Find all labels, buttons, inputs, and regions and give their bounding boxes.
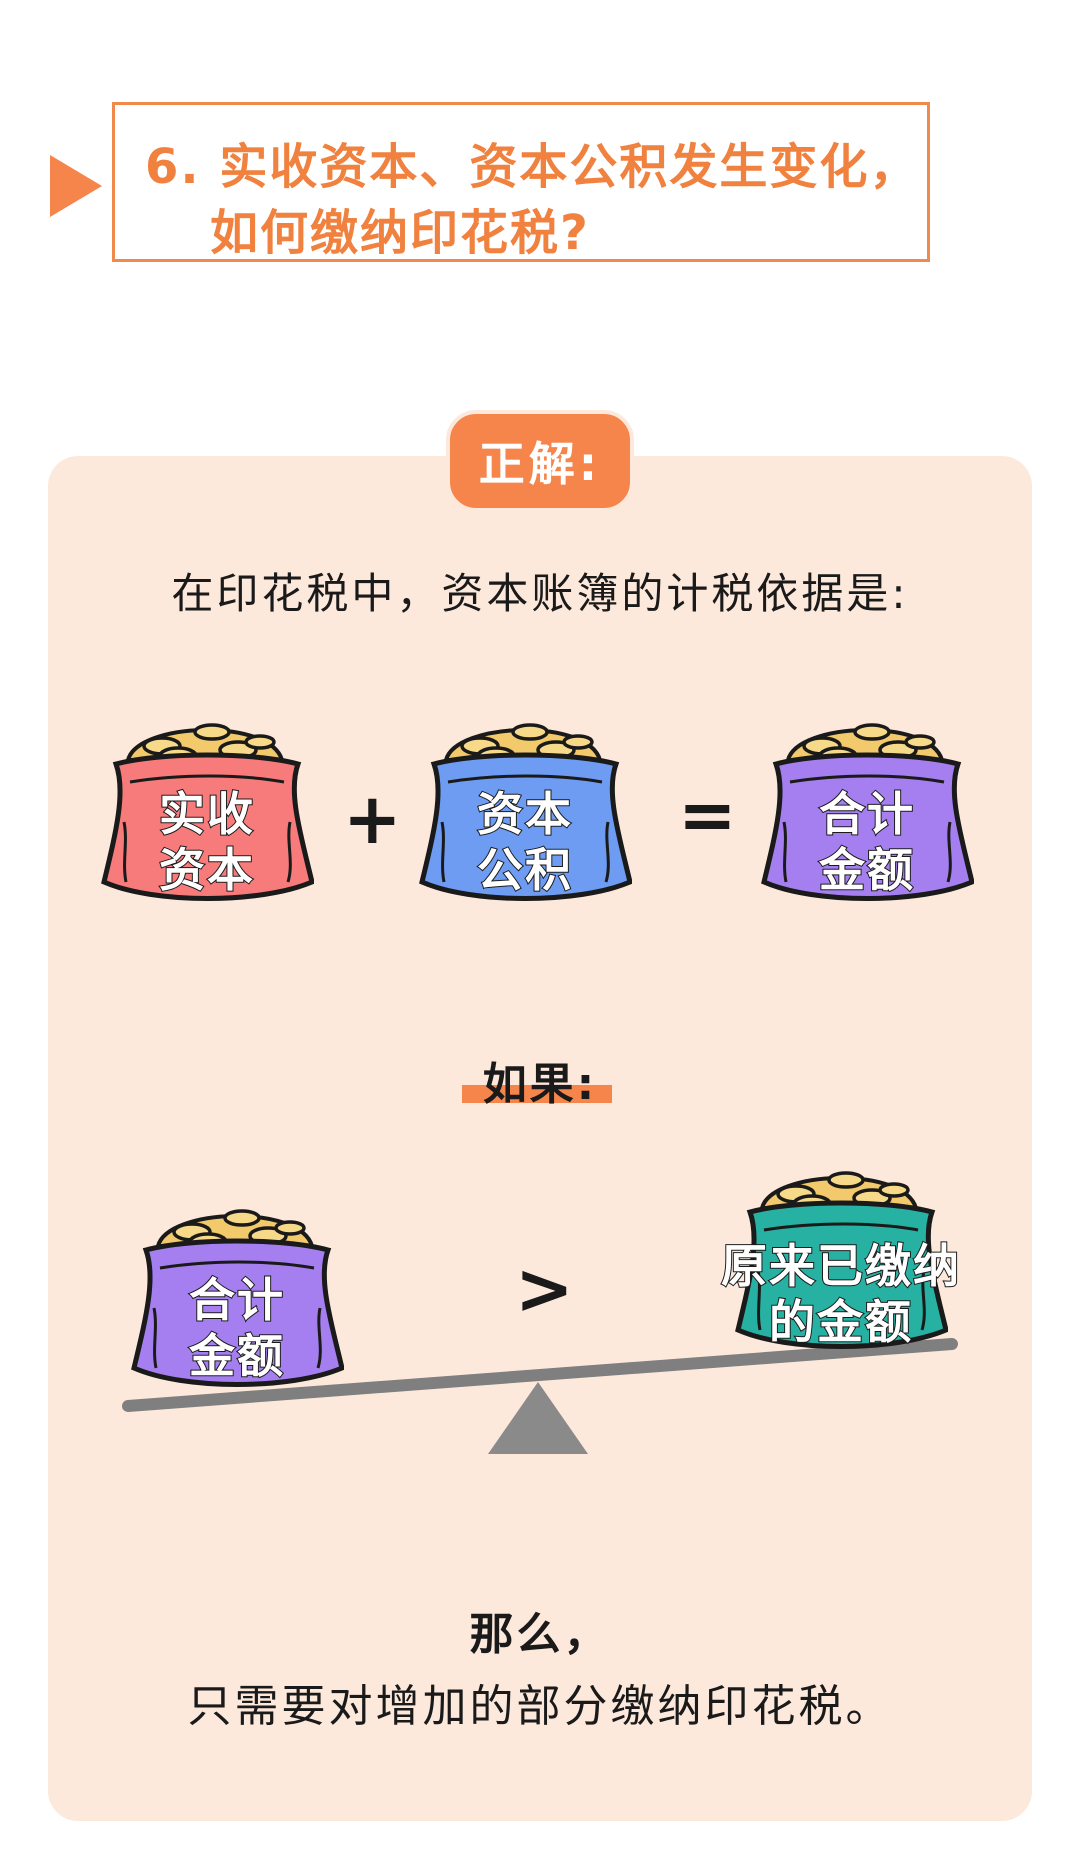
money-bag-icon bbox=[131, 1209, 344, 1387]
plus-sign: + bbox=[343, 778, 402, 860]
if-label: 如果: bbox=[482, 1059, 598, 1110]
greater-than-sign: > bbox=[515, 1248, 574, 1330]
bag-label-line: 实收 bbox=[158, 786, 255, 842]
bag-label-paid-in-capital: 实收 资本 bbox=[100, 786, 314, 898]
money-bag-icon bbox=[735, 1171, 948, 1349]
bag-label-line: 金额 bbox=[818, 842, 915, 898]
bag-label-line: 的金额 bbox=[768, 1294, 913, 1350]
bag-label-line: 资本 bbox=[476, 786, 573, 842]
bag-label-line: 合计 bbox=[818, 786, 915, 842]
bag-label-capital-reserve: 资本 公积 bbox=[418, 786, 632, 898]
if-label-highlight bbox=[462, 1085, 612, 1103]
answer-badge: 正解: bbox=[446, 410, 634, 512]
conclusion-line-2: 只需要对增加的部分缴纳印花税。 bbox=[187, 1681, 893, 1732]
bag-label-total-amount-left: 合计 金额 bbox=[130, 1272, 344, 1384]
play-arrow-icon bbox=[50, 155, 102, 217]
bag-label-line: 原来已缴纳 bbox=[720, 1238, 961, 1294]
equals-sign: = bbox=[678, 774, 737, 856]
money-bag-icon bbox=[419, 723, 632, 901]
bag-label-line: 资本 bbox=[158, 842, 255, 898]
money-bag-icon bbox=[101, 723, 314, 901]
money-bag-icon bbox=[761, 723, 974, 901]
bag-label-line: 合计 bbox=[188, 1272, 285, 1328]
answer-card bbox=[48, 456, 1032, 1821]
conclusion-line-1: 那么， bbox=[469, 1609, 611, 1660]
bag-label-line: 公积 bbox=[476, 842, 573, 898]
title-box: 6. 实收资本、资本公积发生变化， 如何缴纳印花税? bbox=[112, 102, 930, 262]
page-title-line-1: 6. 实收资本、资本公积发生变化， bbox=[145, 139, 920, 195]
bag-label-already-paid: 原来已缴纳 的金额 bbox=[700, 1238, 982, 1350]
bag-label-line: 金额 bbox=[188, 1328, 285, 1384]
intro-text: 在印花税中，资本账簿的计税依据是: bbox=[171, 569, 909, 618]
page-title-line-2: 如何缴纳印花税? bbox=[210, 205, 590, 261]
bag-label-total-amount: 合计 金额 bbox=[760, 786, 974, 898]
seesaw-scale bbox=[122, 1338, 958, 1454]
